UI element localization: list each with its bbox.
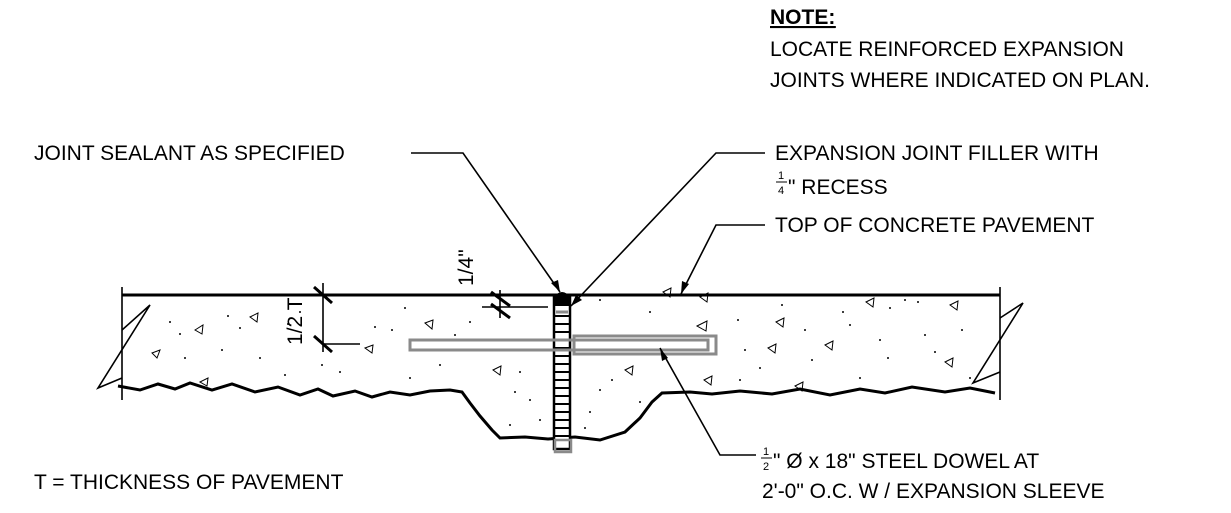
right-break-line: [971, 302, 1024, 385]
dowel-fraction-numerator: 1: [763, 446, 769, 458]
filler-fraction-denominator: 4: [778, 185, 784, 197]
top-of-pavement-arrowhead: [681, 281, 689, 294]
half-t-tick-top: [313, 285, 333, 305]
half-t-dimension-label: 1/2 T: [284, 297, 307, 345]
dowel-label-line-1: " Ø x 18" STEEL DOWEL AT: [773, 450, 1039, 473]
filler-label-line-1: EXPANSION JOINT FILLER WITH: [775, 142, 1099, 165]
top-of-pavement-leader: [680, 224, 765, 295]
quarter-inch-dimension-label: 1/4": [455, 249, 478, 286]
joint-sealant-arrowhead: [551, 280, 560, 292]
filler-fraction-numerator: 1: [778, 170, 784, 182]
dowel-label-line-2: 2'-0" O.C. W / EXPANSION SLEEVE: [762, 480, 1105, 503]
joint-filler-hatching: [554, 315, 570, 437]
top-of-pavement-label: TOP OF CONCRETE PAVEMENT: [775, 214, 1094, 237]
dowel-arrowhead: [660, 348, 668, 361]
quarter-inch-tick-top: [490, 290, 511, 308]
concrete-aggregate: [151, 287, 971, 429]
quarter-inch-tick-bottom: [490, 302, 511, 320]
note-title: NOTE:: [770, 6, 835, 29]
dowel-fraction-denominator: 2: [763, 461, 769, 473]
filler-label-line-2: " RECESS: [788, 176, 888, 199]
filler-bottom-gray-band: [553, 438, 573, 454]
filler-arrowhead: [571, 295, 582, 306]
steel-dowel: [408, 338, 710, 352]
left-break-line: [95, 304, 151, 390]
joint-sealant-label: JOINT SEALANT AS SPECIFIED: [34, 142, 345, 165]
note-line-1: LOCATE REINFORCED EXPANSION: [770, 38, 1124, 61]
filler-leader: [570, 152, 765, 307]
expansion-sleeve: [572, 334, 718, 356]
note-line-2: JOINTS WHERE INDICATED ON PLAN.: [770, 69, 1150, 92]
joint-sealant: [553, 292, 571, 306]
dowel-leader: [659, 347, 756, 456]
thickness-legend: T = THICKNESS OF PAVEMENT: [34, 471, 344, 494]
joint-sealant-leader: [411, 152, 561, 293]
